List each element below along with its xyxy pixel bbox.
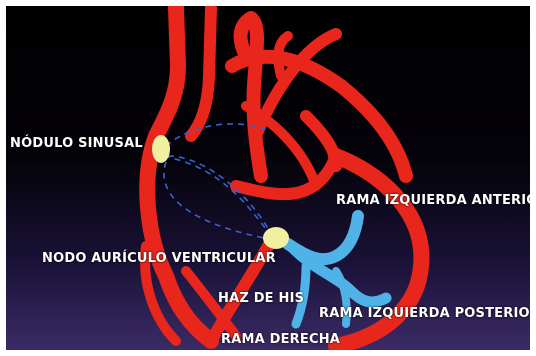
heart-diagram-panel: NÓDULO SINUSAL NODO AURÍCULO VENTRICULAR… xyxy=(6,6,530,350)
label-left-anterior-branch: RAMA IZQUIERDA ANTERIOR xyxy=(336,193,530,208)
sinus-node-marker xyxy=(152,135,170,163)
label-bundle-of-his: HAZ DE HIS xyxy=(218,291,304,306)
av-node-marker xyxy=(263,227,289,249)
label-av-node: NODO AURÍCULO VENTRICULAR xyxy=(42,251,276,266)
label-left-posterior-branch: RAMA IZQUIERDA POSTERIOR xyxy=(319,306,530,321)
label-right-branch: RAMA DERECHA xyxy=(221,332,340,347)
label-sinus-node: NÓDULO SINUSAL xyxy=(10,136,143,151)
